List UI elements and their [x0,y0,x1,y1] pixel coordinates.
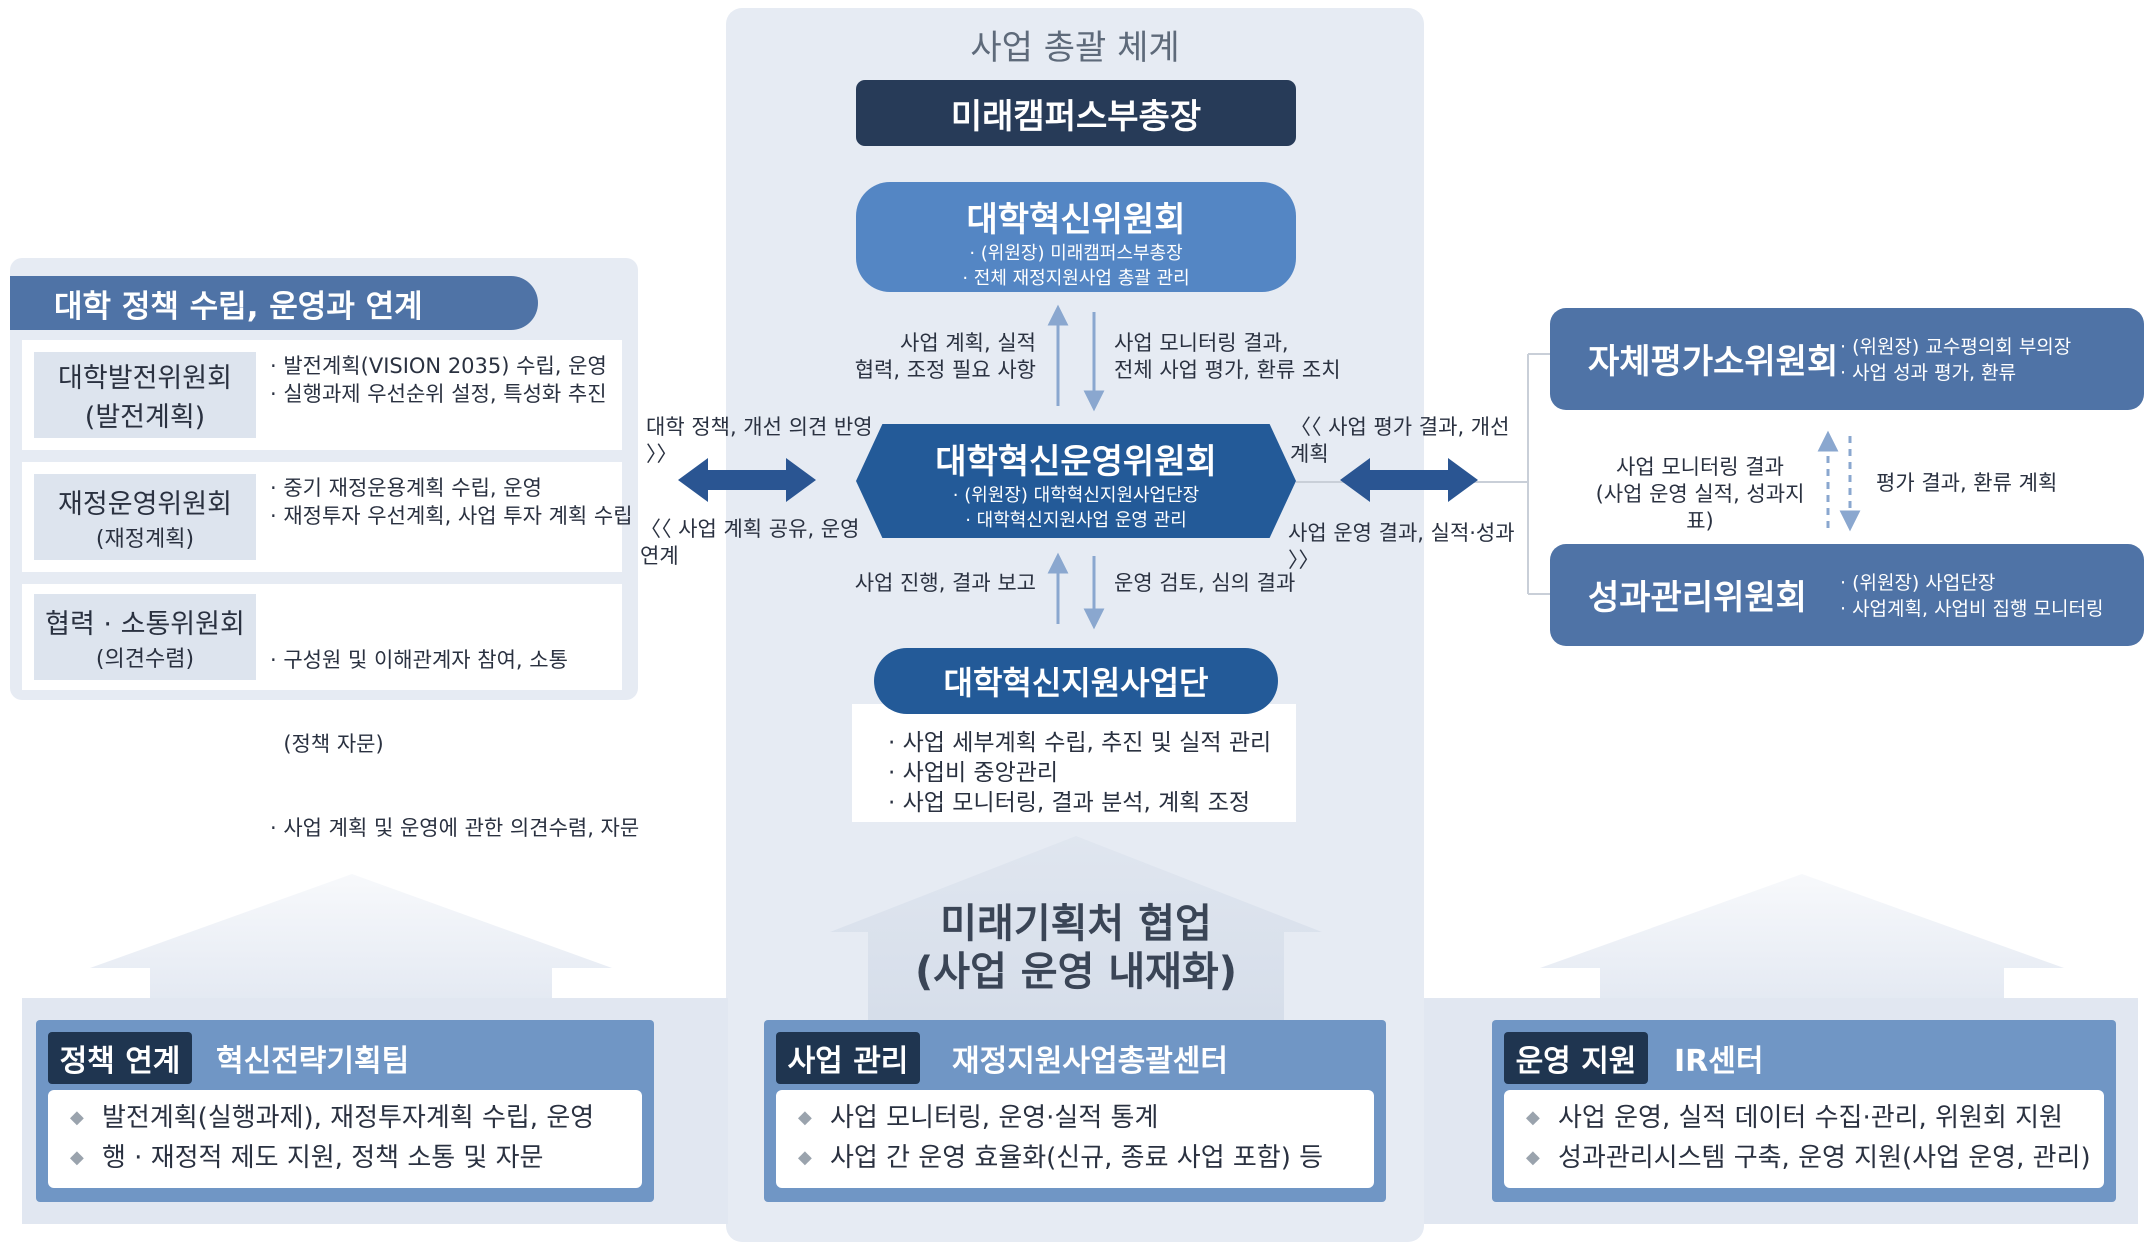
self-evaluation-item: · (위원장) 교수평의회 부의장 [1840,336,2072,358]
row-label-main: 협력 · 소통위원회 [45,608,245,640]
row-item: · 재정투자 우선계획, 사업 투자 계획 수립 [270,504,633,528]
up-arrow-label-2: 사업 진행, 결과 보고 [854,571,1036,595]
self-evaluation-title: 자체평가소위원회 [1588,342,1839,382]
performance-committee-items: · (위원장) 사업단장 · 사업계획, 사업비 집행 모니터링 [1840,570,2103,622]
list-item: ◆발전계획(실행과제), 재정투자계획 수립, 운영 [70,1103,595,1133]
operation-committee-box: 대학혁신운영위원회 · (위원장) 대학혁신지원사업단장 · 대학혁신지원사업 … [856,424,1296,538]
center-title: 사업 총괄 체계 [970,28,1180,68]
list-item: ◆사업 운영, 실적 데이터 수집·관리, 위원회 지원 [1526,1103,2063,1133]
row-label-main: 대학발전위원회 [58,363,232,394]
up-arrow-label-line: 사업 계획, 실적 [900,331,1036,355]
development-committee-items: · 발전계획(VISION 2035) 수립, 운영 · 실행과제 우선순위 설… [270,352,607,408]
project-group-item: · 사업비 중앙관리 [888,760,1059,786]
operation-support-center: IR센터 [1674,1044,1764,1079]
project-group-list: · 사업 세부계획 수립, 추진 및 실적 관리 · 사업비 중앙관리 · 사업… [852,704,1296,822]
double-arrow-left [678,458,816,502]
list-item-text: 성과관리시스템 구축, 운영 지원(사업 운영, 관리) [1558,1143,2091,1173]
collab-label-line: 미래기획처 협업 [940,901,1212,947]
left-arrow-top-label: 대학 정책, 개선 의견 반영 〉〉 [646,415,873,466]
up-arrow-left [90,874,612,1020]
right-arrow-bottom-label: 사업 운영 결과, 실적·성과 〉〉 [1288,521,1515,572]
feedback-label: 평가 결과, 환류 계획 [1876,471,2058,495]
left-panel-header: 대학 정책 수립, 운영과 연계 [10,276,538,330]
self-evaluation-items: · (위원장) 교수평의회 부의장 · 사업 성과 평가, 환류 [1840,334,2071,386]
policy-link-tag: 정책 연계 [48,1032,192,1084]
row-item: · 실행과제 우선순위 설정, 특성화 추진 [270,382,607,406]
up-arrow-right [1540,874,2064,1020]
project-group-title: 대학혁신지원사업단 [874,648,1278,714]
policy-link-list: ◆발전계획(실행과제), 재정투자계획 수립, 운영 ◆행 · 재정적 제도 지… [48,1090,642,1188]
list-item-text: 행 · 재정적 제도 지원, 정책 소통 및 자문 [102,1143,544,1173]
project-group-item: · 사업 모니터링, 결과 분석, 계획 조정 [888,790,1251,816]
operation-committee-item: · (위원장) 대학혁신지원사업단장 [952,485,1200,506]
list-item: ◆사업 간 운영 효율화(신규, 종료 사업 포함) 등 [798,1143,1324,1173]
up-arrow-label-1: 사업 계획, 실적 협력, 조정 필요 사항 [840,330,1036,384]
project-management-list: ◆사업 모니터링, 운영·실적 통계 ◆사업 간 운영 효율화(신규, 종료 사… [776,1090,1374,1188]
performance-committee-item: · 사업계획, 사업비 집행 모니터링 [1840,598,2104,620]
performance-committee-box: 성과관리위원회 · (위원장) 사업단장 · 사업계획, 사업비 집행 모니터링 [1550,544,2144,646]
left-arrow-bottom-label: 〈〈 사업 계획 공유, 운영 연계 [640,517,860,568]
down-arrow-label-line: 전체 사업 평가, 환류 조치 [1114,358,1341,382]
monitoring-label-line: 사업 모니터링 결과 [1616,455,1784,479]
project-management-tag: 사업 관리 [776,1032,920,1084]
innovation-committee-box: 대학혁신위원회 · (위원장) 미래캠퍼스부총장 · 전체 재정지원사업 총괄 … [856,182,1296,292]
list-item-text: 발전계획(실행과제), 재정투자계획 수립, 운영 [102,1103,595,1133]
row-label-sub: (재정계획) [95,526,195,552]
innovation-committee-item: · 전체 재정지원사업 총괄 관리 [962,268,1190,289]
operation-support-tag: 운영 지원 [1504,1032,1648,1084]
communication-committee-items: · 구성원 및 이해관계자 참여, 소통 (정책 자문) · 사업 계획 및 운… [270,590,639,870]
finance-committee-items: · 중기 재정운용계획 수립, 운영 · 재정투자 우선계획, 사업 투자 계획… [270,474,633,530]
policy-link-team: 혁신전략기획팀 [216,1044,410,1079]
row-item: · 발전계획(VISION 2035) 수립, 운영 [270,354,607,378]
row-item: · 사업 계획 및 운영에 관한 의견수렴, 자문 [270,816,640,840]
list-item-text: 사업 운영, 실적 데이터 수집·관리, 위원회 지원 [1558,1103,2063,1133]
operation-committee-item: · 대학혁신지원사업 운영 관리 [965,510,1187,531]
monitoring-label: 사업 모니터링 결과 (사업 운영 실적, 성과지표) [1584,454,1816,535]
row-item: · 중기 재정운용계획 수립, 운영 [270,476,542,500]
self-evaluation-committee-box: 자체평가소위원회 · (위원장) 교수평의회 부의장 · 사업 성과 평가, 환… [1550,308,2144,410]
up-arrow-center [830,836,1322,1020]
project-group-item: · 사업 세부계획 수립, 추진 및 실적 관리 [888,730,1272,756]
row-label-sub: (발전계획) [84,402,206,433]
vice-president-box: 미래캠퍼스부총장 [856,80,1296,146]
row-label-sub: (의견수렴) [95,646,195,672]
down-arrow-label-line: 사업 모니터링 결과, [1114,331,1289,355]
project-management-center: 재정지원사업총괄센터 [952,1044,1228,1079]
finance-committee-label: 재정운영위원회 (재정계획) [34,474,256,560]
right-arrow-top-label: 〈〈 사업 평가 결과, 개선 계획 [1290,415,1510,466]
innovation-committee-item: · (위원장) 미래캠퍼스부총장 [969,243,1183,264]
double-arrow-right [1340,458,1478,502]
innovation-committee-title: 대학혁신위원회 [966,200,1186,240]
down-arrow-label-2: 운영 검토, 심의 결과 [1114,571,1296,595]
collab-label-line: (사업 운영 내재화) [914,949,1237,995]
development-committee-label: 대학발전위원회 (발전계획) [34,352,256,438]
row-item: · 구성원 및 이해관계자 참여, 소통 [270,648,568,672]
list-item: ◆사업 모니터링, 운영·실적 통계 [798,1103,1159,1133]
list-item: ◆행 · 재정적 제도 지원, 정책 소통 및 자문 [70,1143,544,1173]
operation-support-list: ◆사업 운영, 실적 데이터 수집·관리, 위원회 지원 ◆성과관리시스템 구축… [1504,1090,2104,1188]
row-label-main: 재정운영위원회 [58,488,232,520]
row-item: (정책 자문) [270,732,384,756]
list-item: ◆성과관리시스템 구축, 운영 지원(사업 운영, 관리) [1526,1143,2091,1173]
collab-label: 미래기획처 협업 (사업 운영 내재화) [876,900,1276,996]
self-evaluation-item: · 사업 성과 평가, 환류 [1840,362,2017,384]
up-arrow-label-line: 협력, 조정 필요 사항 [854,358,1036,382]
performance-committee-title: 성과관리위원회 [1588,578,1807,618]
list-item-text: 사업 모니터링, 운영·실적 통계 [830,1103,1159,1133]
performance-committee-item: · (위원장) 사업단장 [1840,572,1996,594]
down-arrow-label-1: 사업 모니터링 결과, 전체 사업 평가, 환류 조치 [1114,330,1374,384]
communication-committee-label: 협력 · 소통위원회 (의견수렴) [34,594,256,680]
list-item-text: 사업 간 운영 효율화(신규, 종료 사업 포함) 등 [830,1143,1324,1173]
operation-committee-title: 대학혁신운영위원회 [935,442,1217,482]
monitoring-label-line: (사업 운영 실적, 성과지표) [1595,482,1805,533]
